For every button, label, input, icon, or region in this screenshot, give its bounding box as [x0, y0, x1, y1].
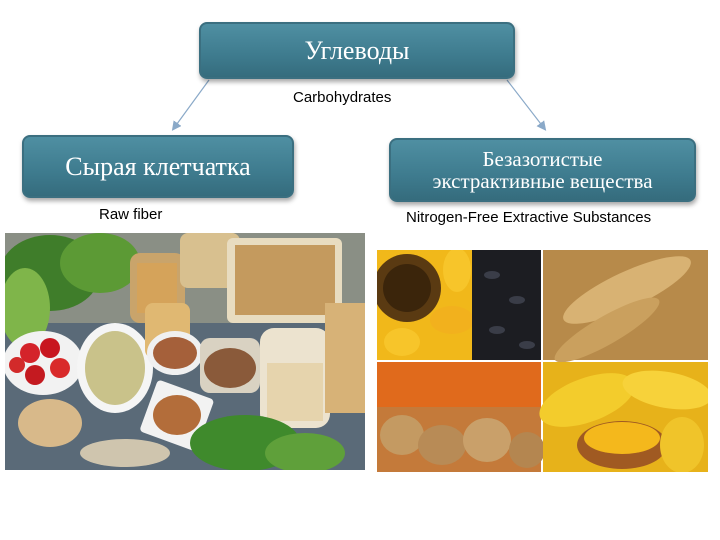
arrow-to-raw-fiber — [171, 79, 210, 131]
carbohydrates-box: Углеводы — [199, 22, 515, 79]
raw-fiber-title: Сырая клетчатка — [65, 151, 251, 181]
carbohydrates-title: Углеводы — [304, 35, 410, 65]
raw-fiber-translation: Raw fiber — [99, 206, 163, 223]
raw-fiber-box: Сырая клетчатка — [22, 135, 294, 198]
nfes-title: Безазотистые экстрактивные вещества — [432, 147, 653, 193]
arrow-to-nfes — [506, 79, 547, 131]
nfes-translation: Nitrogen-Free Extractive Substances — [406, 209, 652, 226]
nfes-box: Безазотистые экстрактивные вещества — [389, 138, 696, 202]
carbohydrates-translation: Carbohydrates — [293, 89, 392, 106]
carbohydrate-foods-collage — [377, 250, 708, 472]
fiber-foods-photo — [5, 233, 365, 470]
